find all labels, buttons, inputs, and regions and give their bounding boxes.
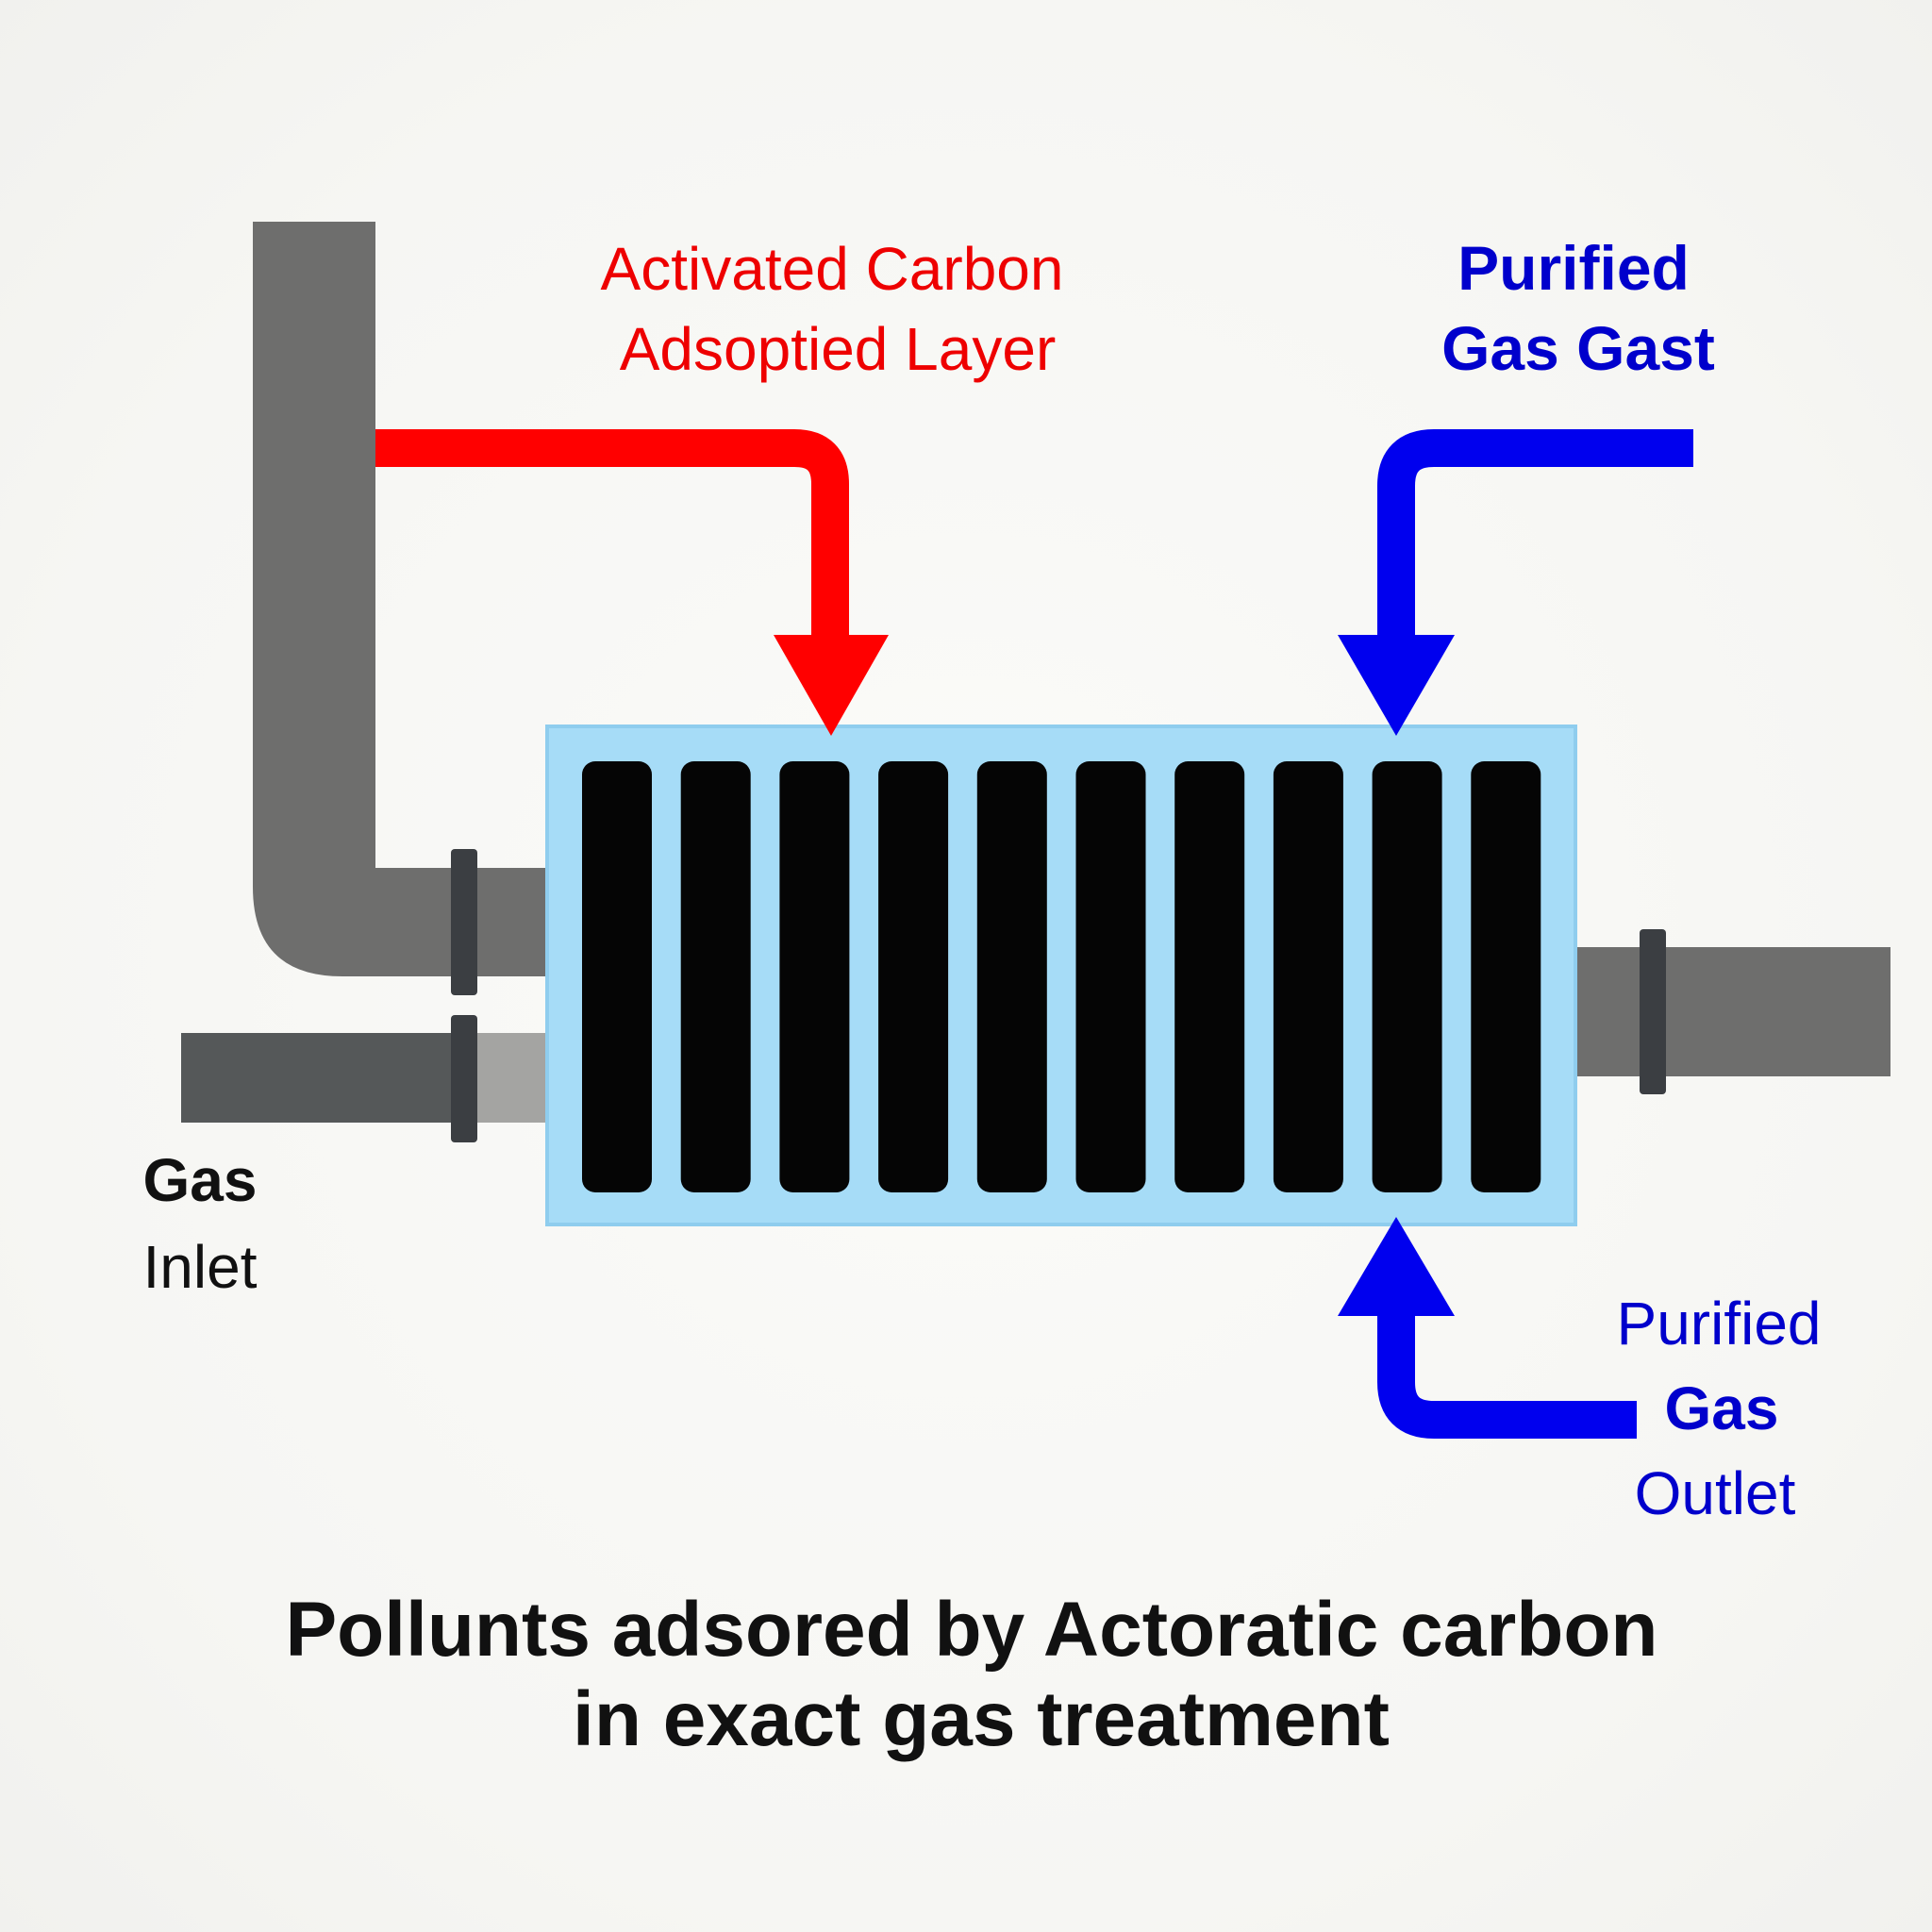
carbon-bar [1471,761,1541,1192]
activated-carbon-label-line1: Activated Carbon [601,235,1064,303]
carbon-bar [680,761,751,1192]
caption-line1: Pollunts adsored by Actoratic carbon [285,1587,1657,1673]
blue-arrowhead-bottom [1338,1217,1455,1316]
gas-inlet-flange [451,1015,477,1142]
inlet-elbow-flange [451,849,477,995]
blue-arrowhead-top [1338,635,1455,736]
blue-flow-line-top [1377,429,1693,651]
carbon-bar [1372,761,1442,1192]
red-arrowhead [774,635,889,736]
carbon-bar [582,761,652,1192]
purified-outlet-label-line2: Gas [1665,1374,1779,1442]
activated-carbon-bars [582,761,1541,1192]
carbon-bar [1075,761,1146,1192]
inlet-elbow-pipe [253,222,547,976]
gas-inlet-pipe-outer [181,1033,464,1123]
purified-outlet-label-line1: Purified [1617,1290,1822,1357]
gas-inlet-label-line2: Inlet [143,1233,258,1301]
purified-outlet-label-line3: Outlet [1635,1459,1796,1527]
carbon-bar [1273,761,1343,1192]
caption-line2: in exact gas treatment [573,1676,1390,1762]
carbon-bar [1174,761,1245,1192]
carbon-bar [878,761,949,1192]
carbon-bar [779,761,850,1192]
purified-top-label-line2: Gas Gast [1441,313,1715,383]
blue-flow-line-bottom [1377,1307,1637,1439]
carbon-bar [976,761,1047,1192]
activated-carbon-label-line2: Adsoptied Layer [620,315,1057,383]
outlet-pipe [1574,947,1890,1076]
outlet-flange [1640,929,1666,1094]
gas-inlet-label-line1: Gas [143,1146,258,1214]
red-flow-line [375,429,849,651]
purified-top-label-line1: Purified [1457,233,1690,303]
